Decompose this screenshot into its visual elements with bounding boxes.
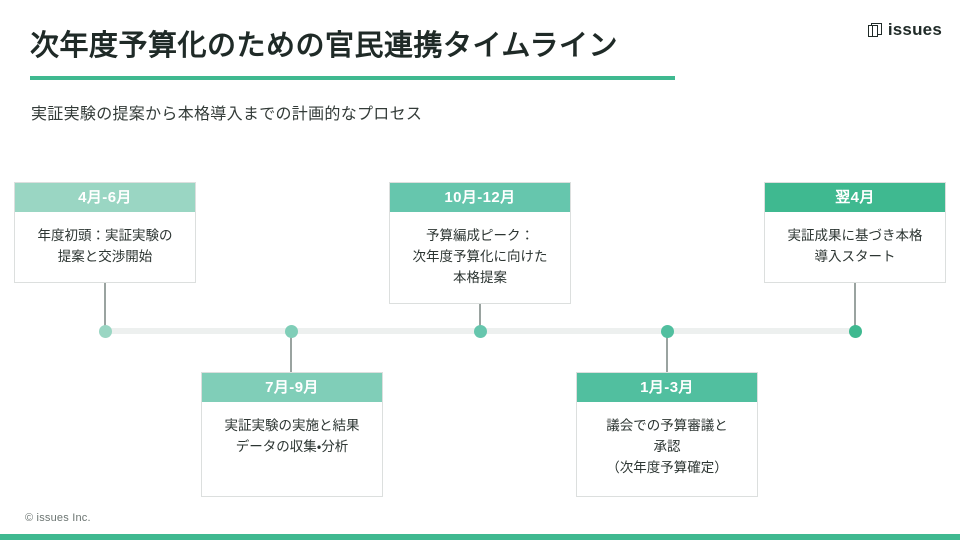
timeline-card-period-q2: 7月-9月 bbox=[202, 373, 382, 402]
timeline-card-description-q3: 予算編成ピーク：次年度予算化に向けた本格提案 bbox=[412, 228, 548, 285]
timeline-card-q2[interactable]: 7月-9月実証実験の実施と結果データの収集・分析 bbox=[201, 372, 383, 497]
brand-logo: issues bbox=[867, 20, 942, 40]
timeline-card-q4[interactable]: 1月-3月議会での予算審議と承認（次年度予算確定） bbox=[576, 372, 758, 497]
timeline-stem-next-apr bbox=[854, 283, 856, 331]
timeline-card-description-q1: 年度初頭：実証実験の提案と交渉開始 bbox=[37, 228, 173, 264]
timeline-stem-q4 bbox=[666, 331, 668, 372]
timeline-card-period-q3: 10月-12月 bbox=[390, 183, 570, 212]
timeline-card-description-next-apr: 実証成果に基づき本格導入スタート bbox=[787, 228, 923, 264]
timeline-stem-q1 bbox=[104, 283, 106, 331]
timeline-dot-q3[interactable] bbox=[473, 324, 487, 338]
timeline-card-period-next-apr: 翌4月 bbox=[765, 183, 945, 212]
timeline-dot-q2[interactable] bbox=[284, 324, 298, 338]
title-accent-rule bbox=[30, 76, 675, 80]
timeline-card-description-q2: 実証実験の実施と結果データの収集・分析 bbox=[224, 418, 360, 454]
timeline-card-q1[interactable]: 4月-6月年度初頭：実証実験の提案と交渉開始 bbox=[14, 182, 196, 283]
timeline-dot-next-apr[interactable] bbox=[848, 324, 862, 338]
timeline-stem-q3 bbox=[479, 304, 481, 331]
timeline-card-period-q1: 4月-6月 bbox=[15, 183, 195, 212]
timeline-card-q3[interactable]: 10月-12月予算編成ピーク：次年度予算化に向けた本格提案 bbox=[389, 182, 571, 304]
timeline-dot-q1[interactable] bbox=[98, 324, 112, 338]
footer-accent-bar bbox=[0, 534, 960, 540]
timeline-card-next-apr[interactable]: 翌4月実証成果に基づき本格導入スタート bbox=[764, 182, 946, 283]
timeline-card-description-q4: 議会での予算審議と承認（次年度予算確定） bbox=[606, 418, 728, 475]
page-title: 次年度予算化のための官民連携タイムライン bbox=[30, 30, 618, 62]
brand-logo-text: issues bbox=[887, 20, 942, 39]
timeline-stem-q2 bbox=[290, 331, 292, 372]
timeline-card-period-q4: 1月-3月 bbox=[577, 373, 757, 402]
footer-copyright: © issues Inc. bbox=[25, 512, 91, 524]
stacked-squares-icon bbox=[867, 22, 883, 38]
timeline-dot-q4[interactable] bbox=[660, 324, 674, 338]
page-subtitle: 実証実験の提案から本格導入までの計画的なプロセス bbox=[31, 106, 423, 123]
